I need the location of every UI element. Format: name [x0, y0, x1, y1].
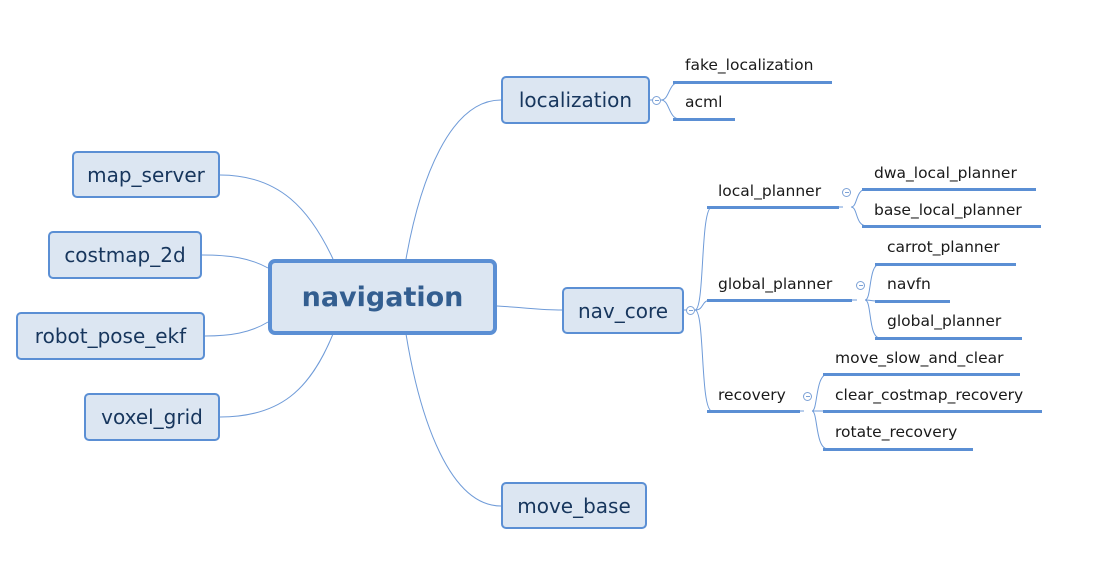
collapse-recovery-icon[interactable]: [803, 392, 812, 401]
subtopic-clear-costmap-recovery[interactable]: clear_costmap_recovery: [835, 386, 1024, 404]
topic-map-server[interactable]: map_server: [72, 151, 220, 198]
topic-robot-pose-ekf[interactable]: robot_pose_ekf: [16, 312, 205, 360]
subtopic-acml[interactable]: acml: [685, 93, 723, 111]
subtopic-underline: [875, 337, 1022, 340]
subtopic-underline: [862, 188, 1036, 191]
collapse-localization-icon[interactable]: [652, 96, 661, 105]
subtopic-recovery[interactable]: recovery: [718, 386, 786, 404]
subtopic-underline: [673, 81, 832, 84]
subtopic-underline: [823, 410, 1042, 413]
root-topic-navigation[interactable]: navigation: [268, 259, 497, 335]
subtopic-underline: [875, 300, 950, 303]
subtopic-underline: [707, 410, 800, 413]
subtopic-global-planner[interactable]: global_planner: [887, 312, 1002, 330]
subtopic-local-planner[interactable]: local_planner: [718, 182, 822, 200]
topic-voxel-grid[interactable]: voxel_grid: [84, 393, 220, 441]
subtopic-carrot-planner[interactable]: carrot_planner: [887, 238, 1000, 256]
topic-localization[interactable]: localization: [501, 76, 650, 124]
subtopic-underline: [823, 448, 973, 451]
subtopic-underline: [673, 118, 735, 121]
subtopic-fake-localization[interactable]: fake_localization: [685, 56, 814, 74]
subtopic-navfn[interactable]: navfn: [887, 275, 931, 293]
subtopic-rotate-recovery[interactable]: rotate_recovery: [835, 423, 958, 441]
collapse-local-planner-icon[interactable]: [842, 188, 851, 197]
topic-costmap-2d[interactable]: costmap_2d: [48, 231, 202, 279]
subtopic-underline: [875, 263, 1016, 266]
subtopic-move-slow-and-clear[interactable]: move_slow_and_clear: [835, 349, 1004, 367]
topic-nav-core[interactable]: nav_core: [562, 287, 684, 334]
subtopic-base-local-planner[interactable]: base_local_planner: [874, 201, 1022, 219]
topic-move-base[interactable]: move_base: [501, 482, 647, 529]
subtopic-underline: [823, 373, 1020, 376]
collapse-nav-core-icon[interactable]: [686, 306, 695, 315]
subtopic-underline: [862, 225, 1041, 228]
subtopic-underline: [707, 206, 839, 209]
subtopic-dwa-local-planner[interactable]: dwa_local_planner: [874, 164, 1017, 182]
subtopic-global-planner-group[interactable]: global_planner: [718, 275, 833, 293]
subtopic-underline: [707, 299, 852, 302]
collapse-global-planner-icon[interactable]: [856, 281, 865, 290]
